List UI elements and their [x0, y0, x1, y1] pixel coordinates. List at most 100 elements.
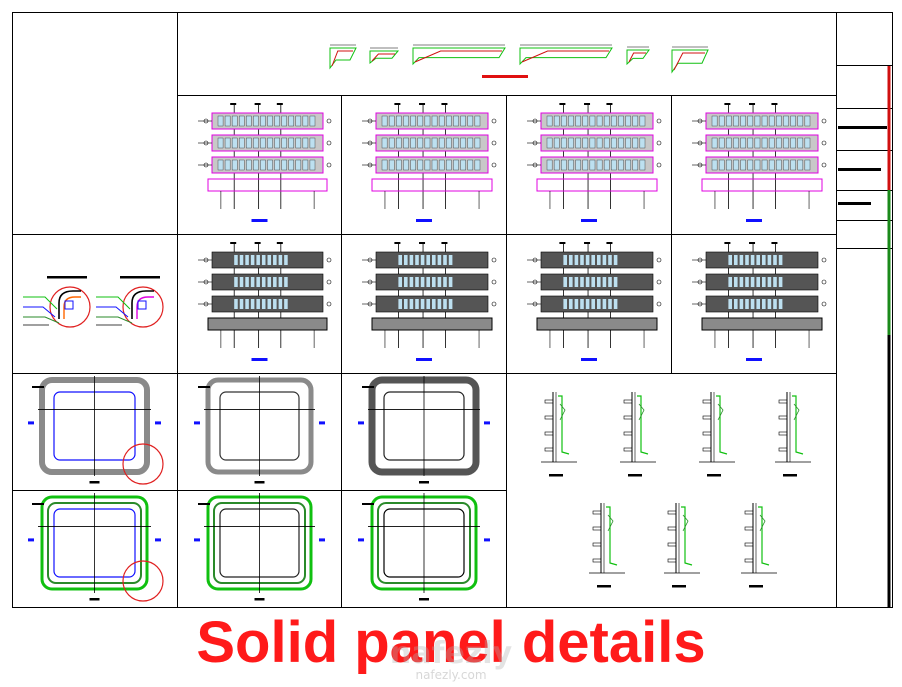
panel-slat	[790, 115, 796, 127]
panel-slat	[597, 277, 601, 287]
panel-slat	[260, 159, 266, 171]
panel-slat	[575, 159, 581, 171]
frame-plan-view	[358, 376, 490, 484]
panel-slat	[718, 115, 725, 127]
panel-slat	[474, 115, 481, 127]
panel-elevation-view	[198, 103, 332, 222]
panel-slat	[608, 299, 612, 309]
profile-edge	[673, 52, 705, 71]
panel-slat	[632, 159, 639, 171]
panel-slat	[234, 277, 238, 287]
panel-slat	[790, 137, 796, 149]
section-bracket	[744, 542, 754, 547]
panel-slat	[426, 277, 430, 287]
panel-slat	[733, 115, 739, 127]
level-marker	[821, 118, 827, 124]
frame-label-bar	[32, 503, 44, 505]
panel-slat	[750, 299, 755, 309]
panel-slat	[728, 299, 732, 309]
panel-slat	[388, 137, 395, 149]
panel-slat	[245, 299, 249, 309]
panel-slat	[747, 115, 754, 127]
panel-elevation-view	[527, 103, 662, 222]
panel-slat	[409, 255, 414, 265]
panel-slat	[568, 137, 574, 149]
panel-slat	[762, 255, 766, 265]
panel-slat	[431, 115, 438, 127]
level-marker	[326, 140, 332, 146]
level-marker	[656, 118, 662, 124]
title-block	[838, 66, 891, 607]
section-bracket	[702, 399, 712, 404]
panel-slat	[553, 115, 560, 127]
section-bracket	[592, 510, 602, 515]
frame-label-bar	[198, 386, 210, 388]
section-cladding	[558, 395, 570, 455]
panel-slat	[632, 137, 639, 149]
level-marker	[656, 162, 662, 168]
panel-slat	[381, 137, 388, 149]
profile-edge	[371, 53, 395, 62]
grid-tag	[749, 103, 756, 105]
panel-slat	[773, 277, 777, 287]
section-cladding	[792, 395, 804, 455]
panel-slat	[234, 299, 238, 309]
panel-slat	[568, 159, 574, 171]
panel-slat	[596, 115, 603, 127]
title-block-text-bar	[838, 202, 871, 205]
panel-slat	[437, 255, 442, 265]
section-bracket	[623, 447, 633, 452]
section-bracket	[744, 558, 754, 563]
panel-slat	[281, 115, 287, 127]
panel-slat	[804, 137, 811, 149]
panel-slat	[776, 137, 782, 149]
panel-slat	[398, 299, 402, 309]
panel-slat	[575, 115, 581, 127]
leader-line	[23, 296, 58, 310]
panel-slat	[603, 115, 610, 127]
panel-slat	[288, 159, 294, 171]
panel-slat	[284, 299, 288, 309]
panel-slat	[625, 137, 631, 149]
section-tag	[597, 585, 611, 588]
section-cladding	[638, 403, 645, 421]
panel-slat	[302, 159, 309, 171]
panel-slat	[388, 115, 395, 127]
title-block-text-bar	[838, 168, 881, 171]
panel-slat	[767, 255, 772, 265]
panel-slat	[611, 159, 617, 171]
panel-slat	[274, 137, 280, 149]
panel-slat	[438, 115, 445, 127]
panel-slat	[231, 159, 238, 171]
panel-slat	[745, 255, 749, 265]
panel-slat	[246, 159, 252, 171]
panel-slat	[754, 159, 761, 171]
panel-slat	[437, 277, 442, 287]
panel-slat	[589, 137, 596, 149]
view-scale-bar	[581, 219, 597, 222]
panel-slat	[278, 255, 283, 265]
panel-slat	[734, 255, 738, 265]
panel-slat	[460, 137, 466, 149]
panel-slat	[761, 159, 768, 171]
panel-slat	[467, 159, 474, 171]
frame-tag	[254, 598, 265, 601]
grid-tag	[606, 242, 613, 244]
grid-tag	[559, 103, 566, 105]
leader-line	[96, 316, 133, 324]
panel-slat	[575, 137, 581, 149]
panel-slat	[613, 277, 618, 287]
panel-slat	[438, 159, 445, 171]
panel-slat	[231, 137, 238, 149]
panel-slat	[561, 137, 567, 149]
section-bracket	[592, 558, 602, 563]
panel-slat	[415, 277, 419, 287]
section-bracket	[623, 415, 633, 420]
frame-marker	[194, 538, 200, 542]
section-bracket	[592, 542, 602, 547]
panel-slat	[410, 115, 416, 127]
corner-details	[23, 276, 164, 328]
watermark-domain: nafezly.com	[415, 668, 487, 682]
grid-tag	[230, 103, 237, 105]
panel-slat	[639, 137, 646, 149]
